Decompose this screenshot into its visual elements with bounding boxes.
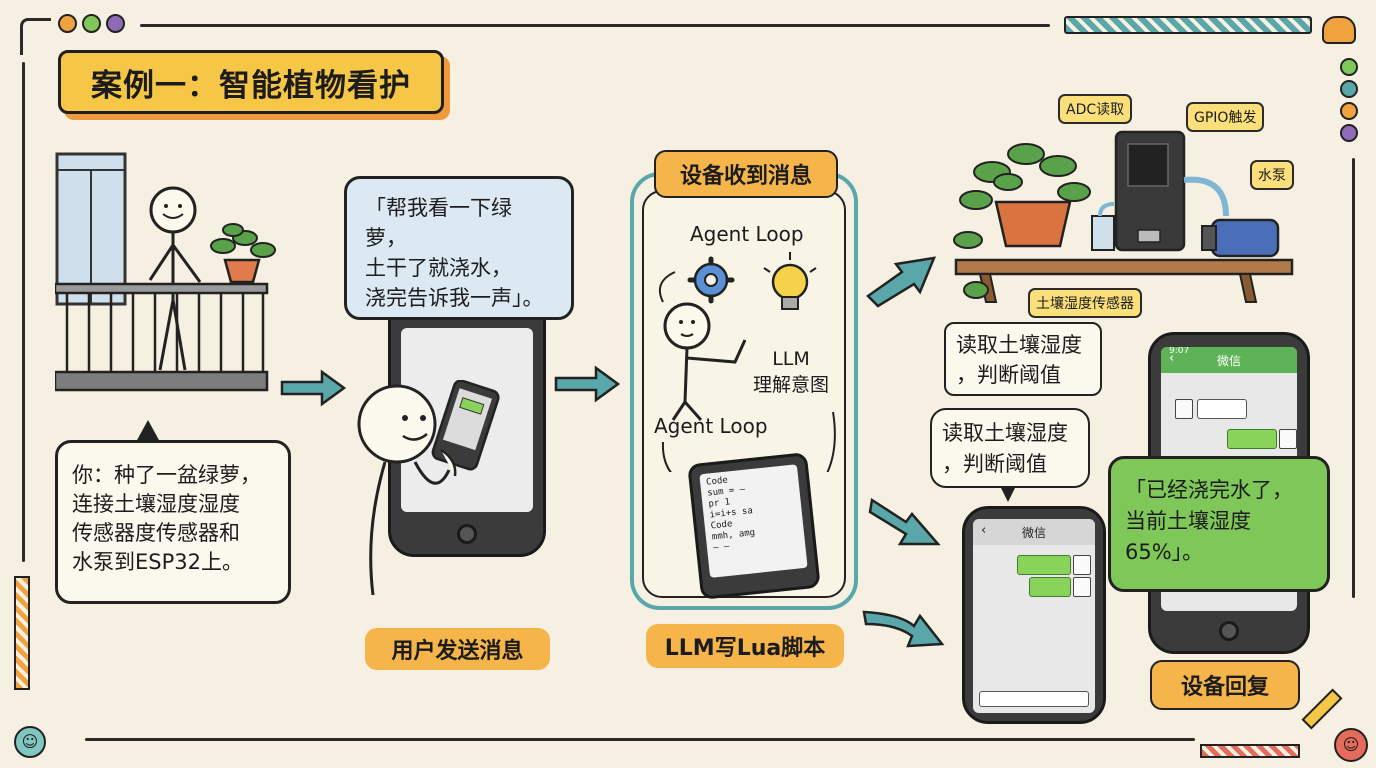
agent-loop-bottom: Agent Loop — [654, 414, 768, 438]
reply-line: 当前土壤湿度 — [1125, 509, 1251, 533]
agent-loop-top: Agent Loop — [690, 222, 804, 246]
read-note-line: ，判断阈值 — [956, 363, 1061, 387]
code-tablet-screen: Code sum = — pr 1 i=i+s sa Code mmh, amg… — [699, 464, 808, 578]
chat-message-outgoing — [1029, 577, 1071, 597]
read-note-2-tail — [1000, 486, 1016, 502]
llm-label: LLM — [772, 348, 810, 370]
frame-right-line — [1352, 158, 1355, 598]
wechat-phone-front-screen: ‹ 微信 — [973, 519, 1095, 713]
decor-dot-right-3 — [1340, 102, 1358, 120]
avatar — [1073, 555, 1091, 575]
chat-message-outgoing — [1017, 555, 1071, 575]
user-note-tail — [136, 420, 160, 442]
reply-line: 「已经浇完水了， — [1125, 478, 1293, 502]
frame-left-line — [22, 62, 25, 562]
avatar — [1279, 429, 1297, 449]
user-message-line: 浇完告诉我一声」。 — [365, 286, 544, 310]
page-title: 案例一：智能植物看护 — [58, 50, 444, 114]
balcony-scene — [55, 152, 276, 392]
read-note-line: 读取土壤湿度 — [942, 421, 1068, 445]
user-message-line: 土干了就浇水， — [365, 256, 512, 280]
decor-stripe-left — [14, 576, 30, 690]
reply-line: 65%」。 — [1125, 540, 1204, 564]
pencil-icon — [1301, 688, 1343, 730]
decor-dot-right-4 — [1340, 124, 1358, 142]
hardware-scene — [953, 130, 1294, 303]
home-button — [1219, 621, 1239, 641]
flow-arrow-1 — [280, 369, 347, 407]
agent-loop-diagram — [659, 252, 836, 472]
user-note-line: 连接土壤湿度湿度 — [72, 492, 240, 516]
tag-adc: ADC读取 — [1058, 94, 1133, 124]
step-label-llm-write: LLM写Lua脚本 — [646, 624, 844, 668]
wechat-phone-front: ‹ 微信 — [962, 506, 1106, 724]
step-label-device-receive: 设备收到消息 — [654, 150, 838, 198]
user-note-bubble: 你：种了一盆绿萝， 连接土壤湿度湿度 传感器度传感器和 水泵到ESP32上。 — [55, 440, 291, 604]
decor-stripe-top — [1064, 16, 1312, 34]
decor-dot-right-2 — [1340, 80, 1358, 98]
step-label-send: 用户发送消息 — [365, 628, 550, 670]
chat-input-bar[interactable] — [979, 691, 1089, 707]
smiley-green-icon: ☺ — [14, 726, 46, 758]
decor-dot-purple — [106, 14, 125, 33]
frame-top-line — [140, 24, 1050, 27]
step-label-device-reply: 设备回复 — [1150, 660, 1300, 710]
flow-arrow-3 — [866, 256, 937, 308]
decor-dot-right-1 — [1340, 58, 1358, 76]
user-note-line: 水泵到ESP32上。 — [72, 550, 243, 574]
chat-message-incoming — [1197, 399, 1247, 419]
wechat-title: 微信 — [1216, 353, 1241, 368]
tag-gpio: GPIO触发 — [1186, 102, 1265, 132]
read-note-1: 读取土壤湿度 ，判断阈值 — [944, 322, 1102, 396]
home-button — [457, 524, 477, 544]
frame-left-corner — [20, 18, 51, 55]
user-note-line: 你：种了一盆绿萝， — [72, 463, 261, 487]
user-message-bubble: 「帮我看一下绿萝， 土干了就浇水， 浇完告诉我一声」。 — [344, 176, 574, 320]
frame-bottom-line — [85, 738, 1195, 741]
decor-dot-green — [82, 14, 101, 33]
flow-arrow-4 — [868, 497, 941, 546]
decor-stripe-bottom — [1200, 744, 1300, 758]
llm-intent-label: LLM 理解意图 — [748, 346, 834, 398]
tag-sensor: 土壤湿度传感器 — [1028, 288, 1142, 318]
read-note-2: 读取土壤湿度 ，判断阈值 — [930, 408, 1090, 488]
smiley-red-icon: ☺ — [1334, 728, 1368, 762]
read-note-line: 读取土壤湿度 — [956, 333, 1082, 357]
flow-arrow-2 — [554, 365, 621, 403]
decor-dot-orange — [58, 14, 77, 33]
intent-label: 理解意图 — [752, 374, 829, 396]
user-message-line: 「帮我看一下绿萝， — [365, 196, 512, 250]
user-phone-large — [388, 285, 546, 557]
chat-message-outgoing — [1227, 429, 1277, 449]
avatar — [1073, 577, 1091, 597]
reply-message-bubble: 「已经浇完水了， 当前土壤湿度 65%」。 — [1108, 456, 1330, 592]
tag-pump: 水泵 — [1250, 160, 1294, 190]
flow-arrow-5 — [862, 610, 945, 648]
wechat-header: ‹ 微信 — [973, 519, 1095, 545]
code-tablet: Code sum = — pr 1 i=i+s sa Code mmh, amg… — [687, 452, 821, 600]
decor-sun-icon — [1322, 16, 1356, 44]
user-with-phone-figure — [357, 380, 500, 596]
status-time: 9:07 — [1169, 347, 1190, 356]
back-chevron-icon: ‹ — [981, 523, 987, 538]
wechat-header: 9:07 ‹ 微信 — [1161, 347, 1297, 373]
read-note-line: ，判断阈值 — [942, 452, 1047, 476]
avatar — [1175, 399, 1193, 419]
user-note-line: 传感器度传感器和 — [72, 521, 240, 545]
back-chevron-icon: ‹ — [1169, 351, 1175, 366]
wechat-title: 微信 — [1021, 525, 1046, 540]
